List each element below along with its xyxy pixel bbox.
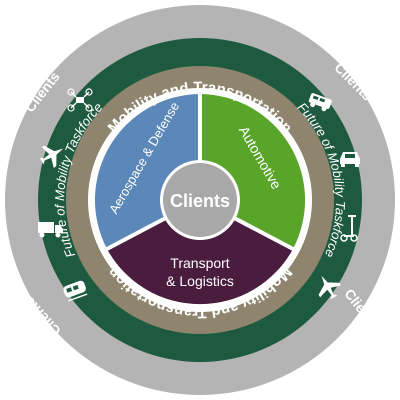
van-icon	[308, 93, 332, 112]
airplane-icon	[39, 145, 64, 168]
sector-label-transport-1: Transport	[170, 255, 230, 271]
drone-icon	[67, 88, 93, 112]
sector-label-transport-2: & Logistics	[166, 273, 234, 289]
center-label: Clients	[170, 191, 230, 211]
car-icon	[340, 152, 360, 167]
airplane-icon	[318, 275, 341, 300]
truck-icon	[38, 222, 63, 238]
scooter-icon	[340, 215, 358, 242]
center-circle	[163, 163, 237, 237]
train-icon	[63, 280, 88, 302]
